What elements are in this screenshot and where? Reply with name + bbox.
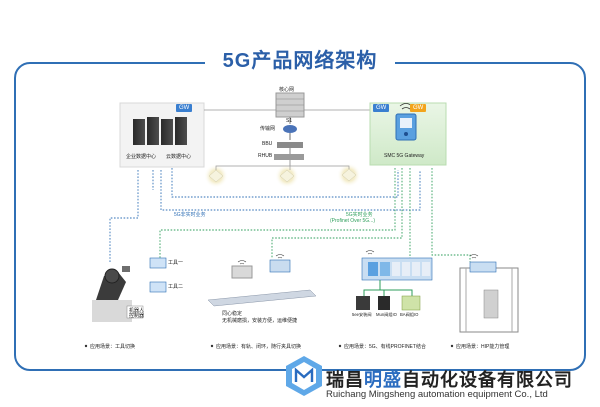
- valve-b-label: Mun阀组IO: [376, 312, 397, 317]
- wifi-icon: [275, 254, 285, 259]
- bbu-label: BBU: [262, 141, 273, 147]
- wifi-icon: [469, 254, 479, 259]
- scene2-note-2: 无机械磨损，安装方便，运维便捷: [222, 318, 298, 324]
- gw-tag: GW: [176, 104, 193, 112]
- core-network-rack-icon: [275, 92, 305, 118]
- scene4-caption: 应用场景：HIP能力管理: [456, 344, 510, 350]
- transport-label: 传输网: [260, 126, 276, 132]
- valve-a-label: 5ee安装阀: [352, 312, 372, 317]
- non-realtime-link-label: 5G非实时业务: [174, 212, 206, 218]
- robot-label: 机器人: [129, 308, 145, 314]
- controller-label: 控制器: [129, 313, 145, 319]
- tool-b-label: 工具二: [168, 284, 184, 290]
- transport-router-icon: [283, 125, 297, 133]
- rhub-label: RHUB: [258, 153, 273, 159]
- wifi-icon: [237, 260, 247, 265]
- bbu-device-icon: [277, 142, 303, 148]
- valve-c-icon: [401, 295, 421, 311]
- tool-b-icon: [149, 281, 167, 293]
- rhub-device-icon: [274, 154, 304, 160]
- scene1-caption: 应用场景：工具切换: [90, 344, 136, 350]
- robot-label-box: [126, 305, 144, 319]
- gw-tag: GW: [373, 104, 390, 112]
- gateway-label: SMC 5G Gateway: [384, 153, 425, 159]
- valve-b-icon: [378, 296, 390, 310]
- valve-a-icon: [356, 296, 370, 310]
- robot-arm-icon: [92, 266, 132, 322]
- company-name-en: Ruichang Mingsheng automation equipment …: [326, 389, 548, 400]
- realtime-link-label: 5G实时业务: [346, 212, 373, 218]
- wifi-icon: [365, 250, 375, 255]
- conveyor-track-icon: [207, 254, 317, 307]
- hip-machine-icon: [459, 254, 519, 333]
- valve-c-label: BA阀组IO: [400, 312, 419, 317]
- server-rack-icon: [133, 117, 187, 145]
- company-name-cn: 瑞昌明盛自动化设备有限公司: [326, 370, 573, 390]
- diagram-title: 5G产品网络架构: [0, 44, 600, 73]
- s1-label: S1: [286, 118, 293, 124]
- cloud-dc-label: 云数据中心: [166, 154, 192, 160]
- core-network-label: 核心网: [279, 87, 295, 93]
- scene2-caption: 应用场景：有轨、闭环，随行夹具切换: [216, 344, 302, 350]
- valve-island-icon: [361, 250, 433, 281]
- scene3-caption: 应用场景：5G、有线PROFINET结合: [344, 344, 426, 350]
- company-logo-icon: [286, 356, 322, 396]
- tool-a-icon: [149, 257, 167, 269]
- enterprise-dc-label: 企业数据中心: [126, 154, 157, 160]
- gw-tag: GW: [410, 104, 427, 112]
- scene2-note-1: 同心稳定: [222, 311, 243, 317]
- realtime-link-sublabel: (Profinet Over 5G...): [330, 218, 376, 224]
- tool-a-label: 工具一: [168, 260, 184, 266]
